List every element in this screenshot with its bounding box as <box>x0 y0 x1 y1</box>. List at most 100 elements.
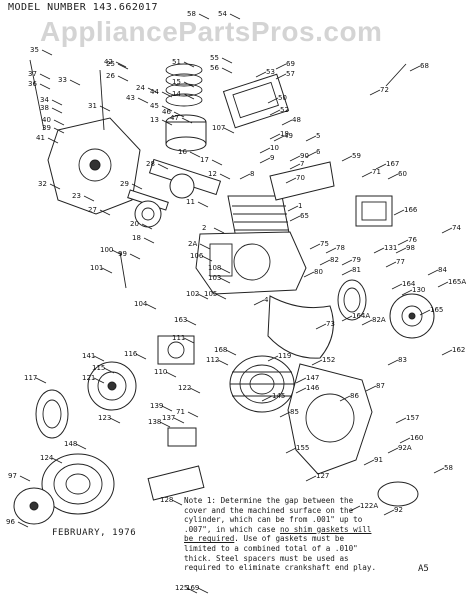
leader-line <box>161 91 173 98</box>
part-label: 55 <box>210 54 219 62</box>
crankcase-cover <box>47 117 141 215</box>
part-label: 79 <box>352 256 361 264</box>
part-label: 141 <box>82 352 95 360</box>
note-text: . Use of gaskets must be limited to a co… <box>184 534 377 573</box>
leader-line <box>145 303 157 310</box>
leader-line <box>287 205 299 212</box>
part-label: 1 <box>298 202 302 210</box>
part-label: 167 <box>386 160 399 168</box>
leader-line <box>285 447 297 454</box>
leader-line <box>319 259 331 266</box>
part-label: 26 <box>106 72 115 80</box>
part-label: 27 <box>88 206 97 214</box>
part-label: 122A <box>360 502 378 510</box>
part-label: 123 <box>98 414 111 422</box>
part-label: 78 <box>336 244 345 252</box>
part-label: 46 <box>162 108 171 116</box>
leader-line <box>189 151 201 158</box>
part-label: 86 <box>350 392 359 400</box>
part-label: 104 <box>134 300 148 308</box>
part-label: 4 <box>264 296 269 304</box>
leader-line <box>341 155 353 162</box>
part-label: 98 <box>406 244 415 252</box>
part-label: 33 <box>58 76 67 84</box>
part-label: 166 <box>404 206 418 214</box>
part-label: 39 <box>42 124 51 132</box>
grass-deflector <box>377 481 419 507</box>
leader-line <box>269 133 281 140</box>
part-label: 70 <box>296 174 305 182</box>
part-label: 65 <box>300 212 309 220</box>
leader-line <box>281 119 293 126</box>
part-label: 119 <box>278 352 291 360</box>
leader-line <box>217 359 229 366</box>
leader-line <box>219 267 231 274</box>
part-label: 59 <box>352 152 361 160</box>
leader-line <box>305 135 317 142</box>
leader-line <box>225 349 237 356</box>
watermark: AppliancePartsPros.com <box>40 16 383 47</box>
part-label: 41 <box>36 134 45 142</box>
leader-line <box>309 243 321 250</box>
part-label: 44 <box>150 88 159 96</box>
part-label: 92 <box>394 506 403 514</box>
part-label: 102 <box>186 290 199 298</box>
leader-line <box>383 509 395 516</box>
part-label: 106 <box>190 252 204 260</box>
leader-line <box>137 97 149 104</box>
part-label: 47 <box>170 114 179 122</box>
part-label: 19 <box>280 130 289 138</box>
part-label: 74 <box>452 224 461 232</box>
leader-line <box>229 13 241 20</box>
leader-line <box>161 105 173 112</box>
leader-line <box>129 253 141 260</box>
pushrod-parts <box>29 59 407 289</box>
part-label: 160 <box>410 434 423 442</box>
part-label: 87 <box>376 382 385 390</box>
part-label: 48 <box>292 116 301 124</box>
part-label: 73 <box>326 320 335 328</box>
leader-line <box>111 249 123 256</box>
part-label: 36 <box>28 80 37 88</box>
leader-line <box>219 173 231 180</box>
leader-line <box>51 107 63 114</box>
leader-line <box>109 417 121 424</box>
part-label: 137 <box>162 414 175 422</box>
leader-line <box>161 119 173 126</box>
part-label: 52 <box>280 106 289 114</box>
leader-line <box>397 239 409 246</box>
leader-line <box>99 105 111 112</box>
part-label: 32 <box>38 180 47 188</box>
leader-line <box>441 349 453 356</box>
leader-line <box>269 109 281 116</box>
leader-line <box>393 209 405 216</box>
leader-line <box>143 237 155 244</box>
part-label: 77 <box>396 258 405 266</box>
leader-lines <box>17 13 453 594</box>
part-label: 101 <box>90 264 103 272</box>
part-label: 152 <box>322 356 335 364</box>
leader-line <box>369 89 381 96</box>
part-label: 139 <box>150 402 163 410</box>
leader-line <box>339 395 351 402</box>
leader-line <box>259 157 271 164</box>
leader-line <box>273 135 285 142</box>
leader-line <box>441 227 453 234</box>
leader-line <box>135 353 147 360</box>
leader-line <box>115 61 127 68</box>
leader-line <box>289 155 301 162</box>
blower-housing <box>287 363 373 475</box>
leader-line <box>387 173 399 180</box>
leader-line <box>285 177 297 184</box>
leader-line <box>437 281 449 288</box>
part-label: 56 <box>210 64 219 72</box>
leader-line <box>341 269 353 276</box>
leader-line <box>189 387 201 394</box>
part-label: 108 <box>208 264 221 272</box>
part-label: 162 <box>452 346 465 354</box>
part-label: 163 <box>174 316 187 324</box>
part-label: 90 <box>300 152 309 160</box>
part-label: 5 <box>316 132 320 140</box>
leader-line <box>183 61 195 68</box>
